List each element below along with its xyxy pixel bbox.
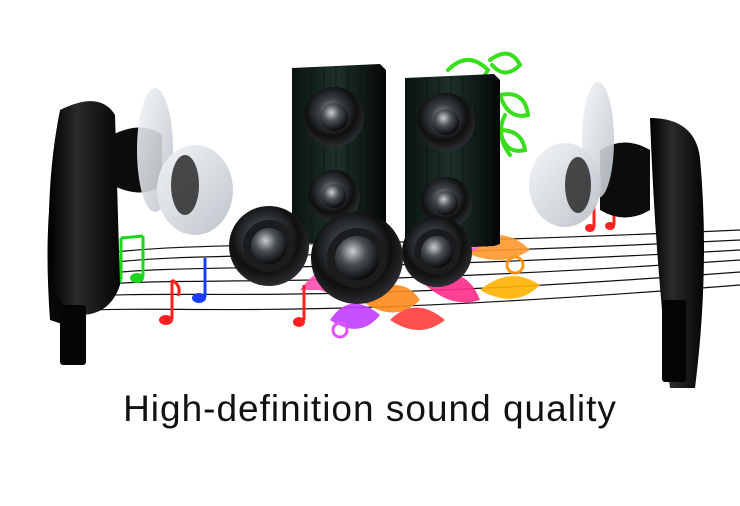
music-note-icon [159,278,181,325]
speaker-cabinet-icon [292,64,386,244]
right-earbud-icon [529,82,704,388]
woofer-icon [229,206,309,286]
caption-text: High-definition sound quality [123,388,617,429]
speaker-cabinet-icon [405,74,500,250]
music-note-icon [192,258,207,303]
woofer-icon [311,212,403,304]
music-note-icon [293,285,306,327]
woofer-icon [402,217,472,287]
flower-swirl-icon [300,228,540,339]
left-earbud-icon [47,88,233,365]
